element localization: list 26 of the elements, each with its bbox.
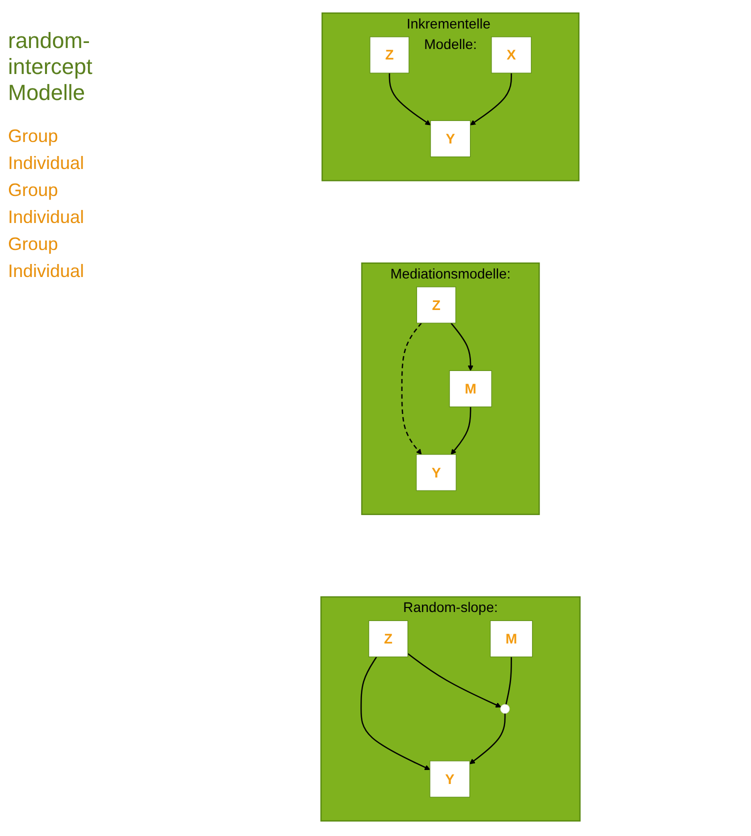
level-label: Individual bbox=[8, 261, 86, 282]
node-box: M bbox=[490, 620, 533, 658]
connector bbox=[505, 656, 512, 705]
arrow bbox=[469, 713, 506, 764]
arrow bbox=[360, 656, 430, 770]
level-label: Group bbox=[8, 126, 60, 147]
level-label: Individual bbox=[8, 207, 86, 228]
arrow bbox=[450, 322, 474, 371]
arrow bbox=[450, 406, 472, 455]
arrow bbox=[401, 322, 422, 455]
node-box: Y bbox=[430, 760, 470, 798]
bracket-label: random-intercept Modelle bbox=[8, 28, 94, 106]
arrow bbox=[407, 653, 502, 708]
level-label: Group bbox=[8, 234, 60, 255]
node-box: X bbox=[491, 36, 532, 74]
node-box: Z bbox=[370, 36, 410, 74]
level-label: Individual bbox=[8, 153, 86, 174]
node-box: Y bbox=[416, 454, 456, 491]
node-box: M bbox=[449, 370, 492, 408]
level-label: Group bbox=[8, 180, 60, 201]
node-box: Z bbox=[416, 286, 456, 324]
node-box: Y bbox=[430, 120, 471, 158]
node-box: Z bbox=[368, 620, 408, 658]
arrow bbox=[470, 73, 512, 126]
arrow bbox=[388, 73, 431, 126]
node-point bbox=[500, 704, 510, 714]
